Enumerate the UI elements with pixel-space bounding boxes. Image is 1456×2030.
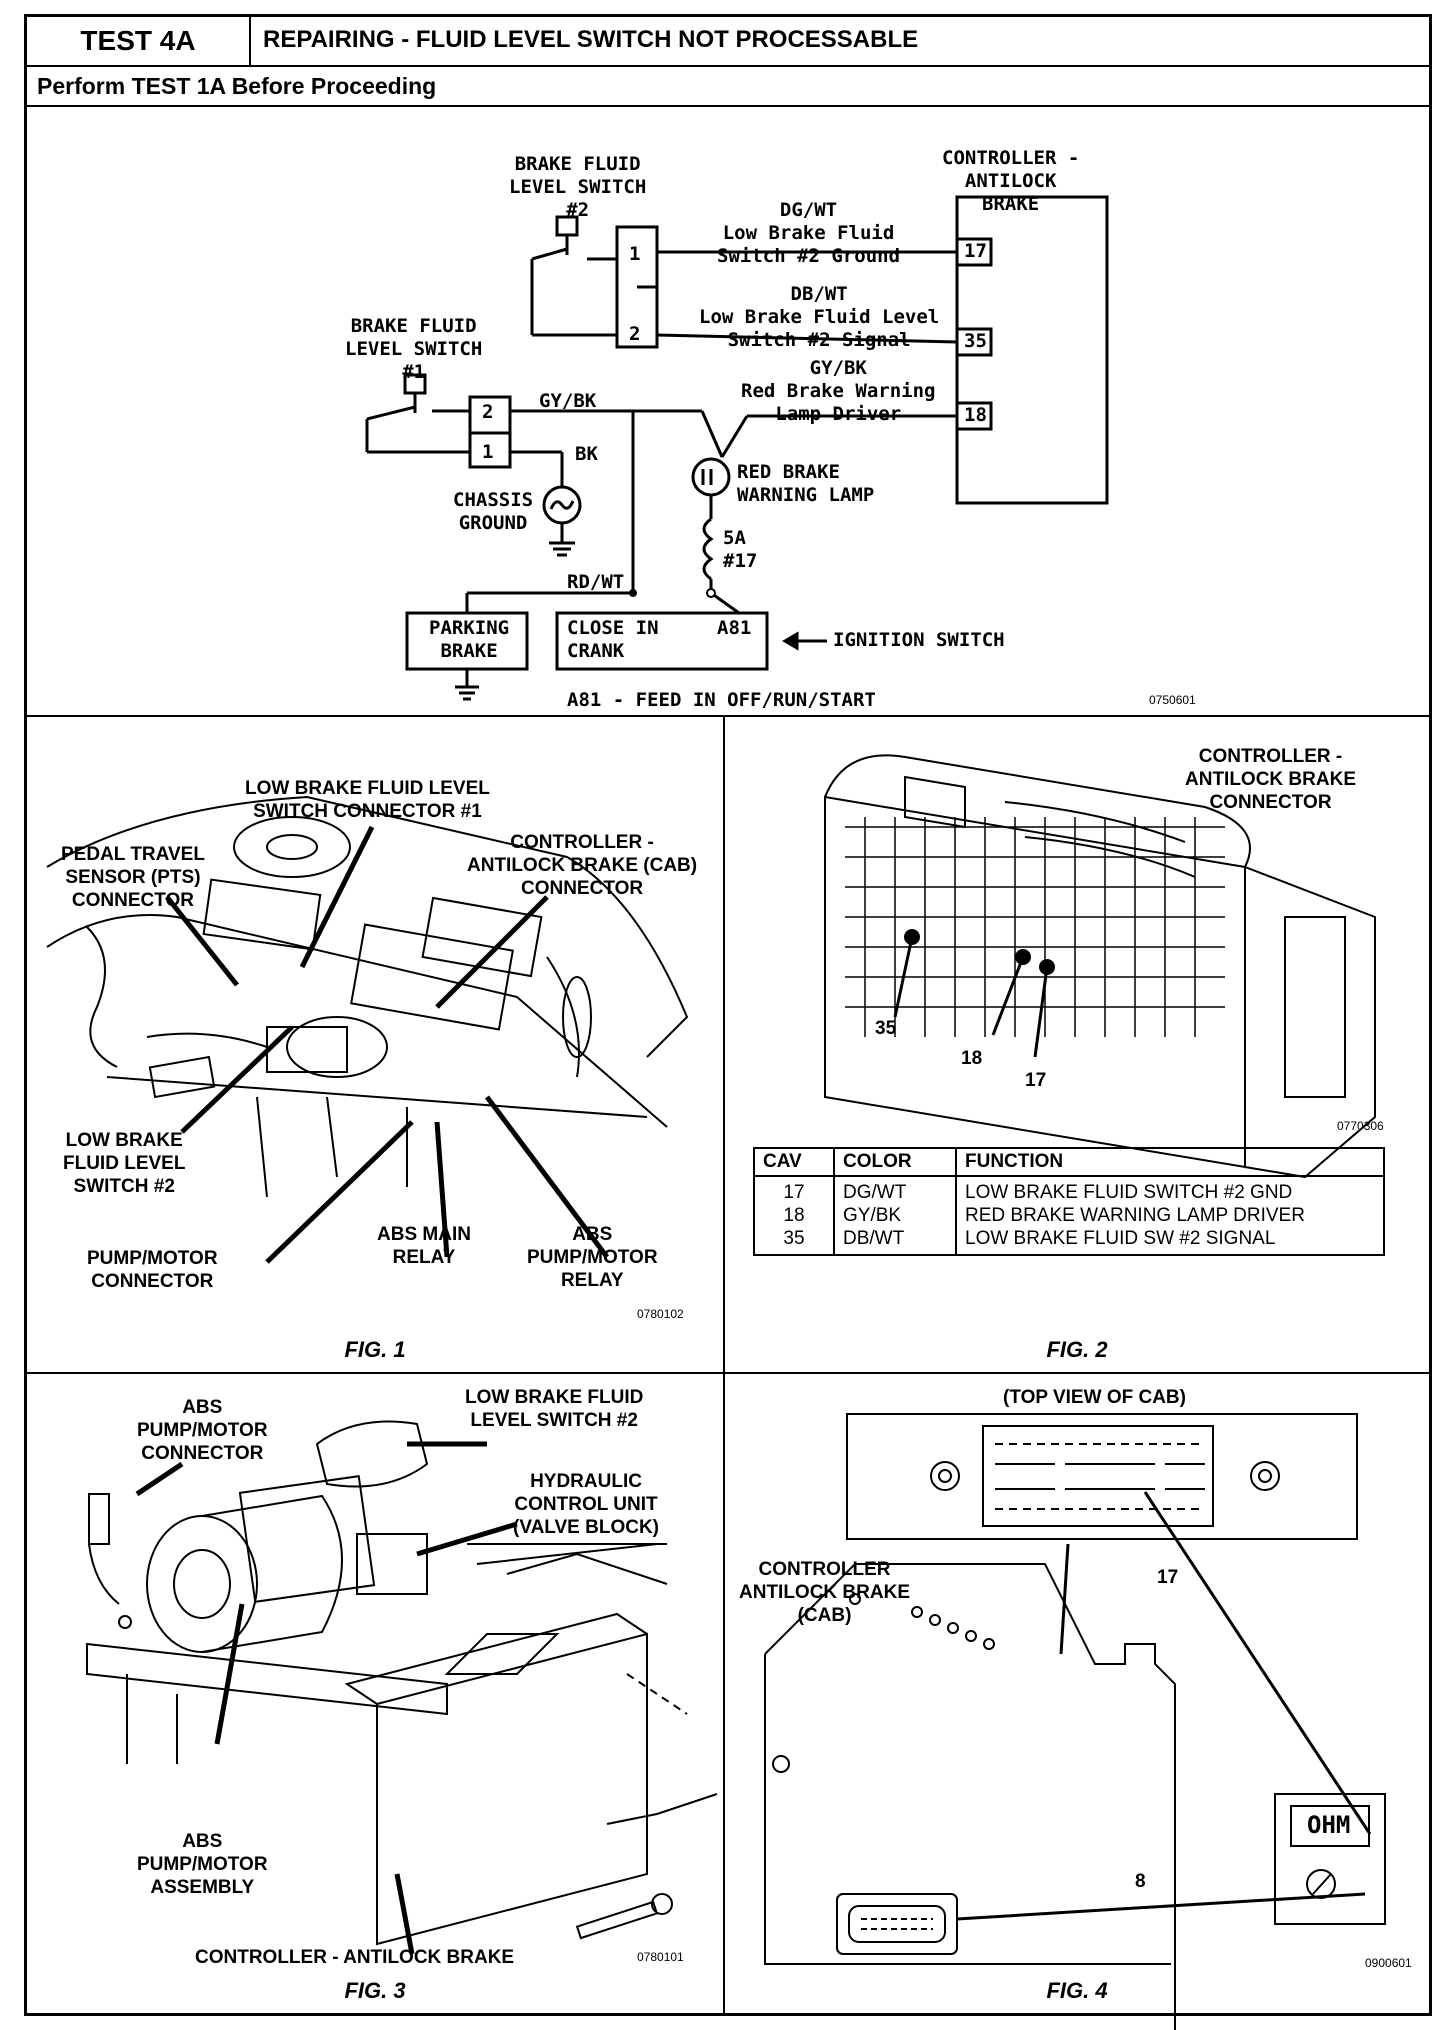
ohmmeter-display: OHM [1307,1811,1351,1839]
rdwt-label: RD/WT [567,571,625,593]
fig2-connector-drawing [824,754,1376,1179]
fig2-caption: FIG. 2 [1046,1337,1108,1362]
switch-2-pin-1: 1 [629,243,641,265]
table-cell: DB/WT [833,1227,956,1255]
fig2-cavity-table: CAV COLOR FUNCTION 17 DG/WT LOW BRAKE FL… [753,1147,1385,1256]
switch-2-pin-2: 2 [629,323,641,345]
table-row: 17 DG/WT LOW BRAKE FLUID SWITCH #2 GND [754,1176,1384,1204]
table-row: 18 GY/BK RED BRAKE WARNING LAMP DRIVER [754,1204,1384,1227]
fig4-code: 0900601 [1365,1956,1412,1970]
pin-18: 18 [964,404,987,426]
table-cell: 35 [783,1228,805,1249]
fig2-callout-35: 35 [875,1018,897,1039]
schematic-lines [365,195,1109,701]
feed-label: A81 - FEED IN OFF/RUN/START [567,689,876,711]
fig2-code: 0770306 [1337,1119,1384,1133]
table-cell: LOW BRAKE FLUID SW #2 SIGNAL [955,1227,1384,1255]
fig1-code: 0780102 [637,1307,684,1321]
fig1-caption: FIG. 1 [344,1337,406,1362]
table-cell: DG/WT [833,1176,956,1204]
panel-divider-horizontal [27,1372,1429,1374]
subheader-instruction: Perform TEST 1A Before Proceeding [27,65,1429,107]
fig4-caption: FIG. 4 [1046,1978,1108,2003]
fig3-leader-lines [135,1441,518,1955]
switch-1-pin-2: 2 [482,401,494,423]
table-header-color: COLOR [833,1148,956,1177]
pin-17: 17 [964,240,987,262]
test-title: REPAIRING - FLUID LEVEL SWITCH NOT PROCE… [263,26,919,53]
table-row: 35 DB/WT LOW BRAKE FLUID SW #2 SIGNAL [754,1227,1384,1255]
service-procedure-page: TEST 4A REPAIRING - FLUID LEVEL SWITCH N… [24,14,1432,2030]
ignition-switch-label: IGNITION SWITCH [833,629,1005,651]
gybk-mid-label: GY/BK [539,390,597,412]
fig1-leader-lines [165,825,609,1264]
fig4-top-view-label: (TOP VIEW OF CAB) [1003,1387,1186,1408]
fig4-pin-17-label: 17 [1157,1567,1179,1588]
fig3-hcu-drawing [86,1420,718,1955]
test-header: TEST 4A REPAIRING - FLUID LEVEL SWITCH N… [27,17,1429,67]
panel-divider-vertical [723,715,725,2013]
fig3-caption: FIG. 3 [344,1978,406,2003]
table-cell: 17 [783,1182,805,1203]
fig4-pin-rows [861,1443,1205,1930]
table-cell: GY/BK [833,1204,956,1227]
pin-35: 35 [964,330,987,352]
fig4-pin-8-label: 8 [1135,1871,1146,1892]
table-cell: 18 [783,1205,805,1226]
fig1-engine-drawing [46,795,689,1264]
fig2-cavity-grid [845,817,1225,1037]
table-header-cav: CAV [754,1148,834,1177]
schematic-code: 0750601 [1149,693,1196,707]
ignition-a81-label: A81 [717,617,752,639]
bk-label: BK [575,443,598,465]
switch-1-pin-1: 1 [482,441,494,463]
table-header-function: FUNCTION [955,1148,1384,1177]
table-cell: RED BRAKE WARNING LAMP DRIVER [955,1204,1384,1227]
fig2-callout-18: 18 [961,1048,983,1069]
test-number: TEST 4A [27,17,251,65]
fig1-cab-label: CONTROLLER -ANTILOCK BRAKE (CAB)CONNECTO… [467,832,698,899]
fig2-callout-17: 17 [1025,1070,1047,1091]
fig3-controller-label: CONTROLLER - ANTILOCK BRAKE [195,1947,515,1968]
fuse-label: 5A#17 [723,527,758,572]
fig3-code: 0780101 [637,1950,684,1964]
fig4-cab-drawing [764,1413,1386,2030]
table-cell: LOW BRAKE FLUID SWITCH #2 GND [955,1176,1384,1204]
